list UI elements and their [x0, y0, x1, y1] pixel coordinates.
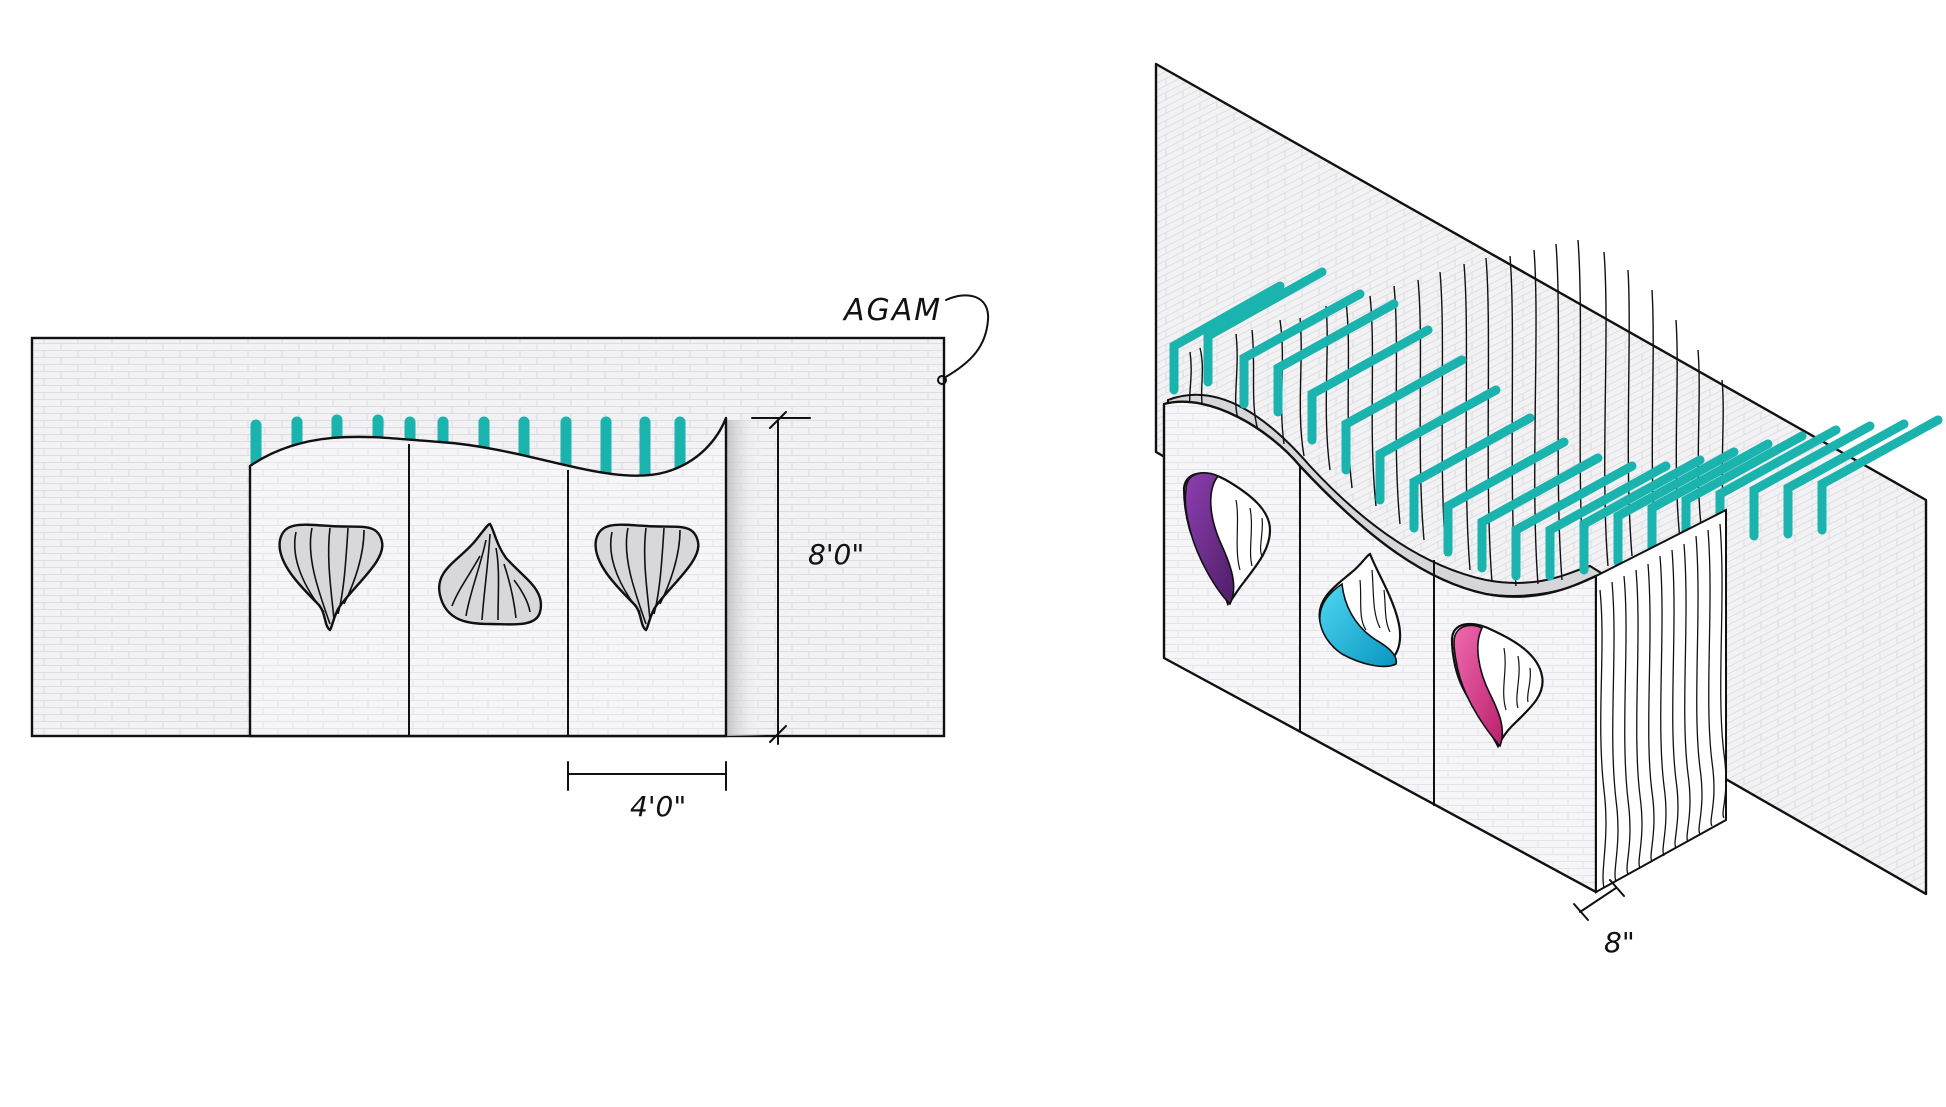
depth-label: 8"	[1604, 926, 1635, 959]
iso-cutout-cyan	[1318, 552, 1402, 668]
agam-label: AGAM	[842, 293, 942, 328]
iso-cutout-pink	[1450, 622, 1544, 749]
panel-width-dimension: 4'0"	[567, 761, 727, 823]
height-label: 8'0"	[808, 538, 864, 571]
agam-callout: AGAM	[842, 293, 990, 385]
height-dimension: 8'0"	[751, 411, 864, 745]
panel-shadow	[726, 420, 766, 736]
isometric-view: 8"	[1154, 62, 1943, 959]
iso-cutout-purple	[1182, 472, 1272, 607]
depth-dimension: 8"	[1573, 879, 1635, 959]
cutout-right	[594, 523, 700, 632]
iso-brick-wall	[1154, 62, 1928, 896]
elevation-view: 8'0" 4'0" AGAM	[30, 293, 990, 823]
cutout-center	[437, 522, 543, 626]
iso-teal-rails	[1169, 267, 1943, 581]
panel-width-label: 4'0"	[630, 790, 686, 823]
cutout-left	[278, 523, 384, 632]
iso-side-strands	[1599, 523, 1727, 889]
